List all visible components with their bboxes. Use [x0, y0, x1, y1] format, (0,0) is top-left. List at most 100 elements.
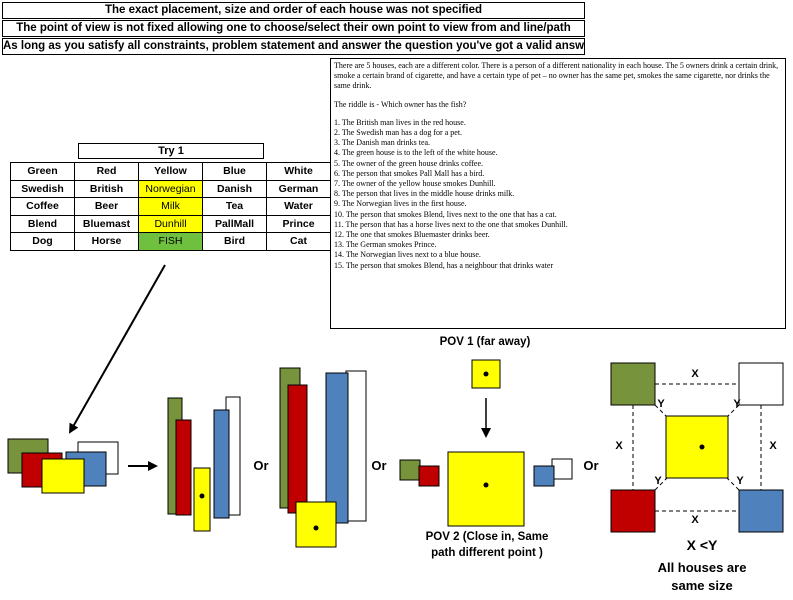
table-cell: Yellow	[138, 162, 203, 181]
table-cell: Danish	[202, 179, 267, 198]
yellow-house	[41, 458, 85, 494]
viewpoint-dot	[199, 493, 205, 499]
note-line1: All houses are	[657, 560, 747, 575]
green-house	[279, 367, 301, 509]
tall-house-group-2	[279, 367, 367, 548]
blue-house	[533, 465, 555, 487]
table-cell: Bird	[202, 232, 267, 251]
riddle-clue: 13. The German smokes Prince.	[334, 240, 437, 250]
yellow-house	[295, 501, 337, 548]
table-cell-highlight: Dunhill	[138, 214, 203, 233]
riddle-text-box: There are 5 houses, each are a different…	[330, 58, 786, 329]
riddle-clue: 3. The Danish man drinks tea.	[334, 138, 431, 148]
header-valid-answer: As long as you satisfy all constraints, …	[2, 38, 585, 55]
y-distance-label: Y	[736, 475, 744, 487]
x-distance-label: X	[691, 514, 699, 526]
red-house	[287, 384, 308, 514]
table-cell: Red	[74, 162, 139, 181]
white-house	[345, 370, 367, 522]
pov2-label-line2: path different point )	[431, 547, 543, 559]
table-cell-highlight: Norwegian	[138, 179, 203, 198]
blue-house	[325, 372, 349, 524]
green-house	[7, 438, 49, 474]
x-distance-label: X	[615, 440, 623, 452]
riddle-clue: 11. The person that has a horse lives ne…	[334, 219, 568, 229]
table-cell: Tea	[202, 197, 267, 216]
riddle-clue: 9. The Norwegian lives in the first hous…	[334, 199, 467, 209]
riddle-intro: There are 5 houses, each are a different…	[334, 61, 779, 91]
white-house	[551, 458, 573, 480]
riddle-clue: 8. The person that lives in the middle h…	[334, 189, 515, 199]
red-house	[175, 419, 192, 516]
viewpoint-dot	[313, 525, 319, 531]
table-cell: Blend	[10, 214, 75, 233]
or-label: Or	[371, 458, 387, 473]
yellow-house	[193, 467, 211, 532]
green-house	[610, 362, 656, 406]
or-label: Or	[253, 458, 269, 473]
viewpoint-dot	[483, 482, 489, 488]
table-row-nationality: Swedish British Norwegian Danish German	[10, 179, 331, 198]
table-cell-highlight: Milk	[138, 197, 203, 216]
riddle-clue: 4. The green house is to the left of the…	[334, 148, 498, 158]
x-distance-label: X	[691, 368, 699, 380]
riddle-clue: 14. The Norwegian lives next to a blue h…	[334, 250, 481, 260]
table-cell: Green	[10, 162, 75, 181]
riddle-question: The riddle is - Which owner has the fish…	[334, 99, 467, 109]
table-cell: Beer	[74, 197, 139, 216]
table-cell: Water	[266, 197, 331, 216]
overlap-house-group	[7, 438, 119, 494]
table-cell: Horse	[74, 232, 139, 251]
yellow-house	[665, 415, 729, 479]
blue-house	[738, 489, 784, 533]
yellow-house	[447, 451, 525, 527]
y-distance-label: Y	[654, 475, 662, 487]
table-row-pet: Dog Horse FISH Bird Cat	[10, 232, 331, 251]
tall-house-group	[167, 396, 241, 532]
x-distance-label: X	[769, 440, 777, 452]
yellow-house-far	[471, 359, 501, 389]
red-house	[21, 452, 63, 488]
green-house	[167, 397, 183, 515]
header-point-of-view: The point of view is not fixed allowing …	[2, 20, 585, 37]
or-label: Or	[583, 458, 599, 473]
table-row-cigarette: Blend Bluemast Dunhill PallMall Prince	[10, 214, 331, 233]
table-cell: Prince	[266, 214, 331, 233]
viewpoint-dot	[699, 444, 705, 450]
table-cell-fish: FISH	[138, 232, 203, 251]
table-to-diagram-arrow	[69, 264, 166, 434]
y-distance-label: Y	[733, 398, 741, 410]
pov2-label-line1: POV 2 (Close in, Same	[425, 531, 549, 543]
table-cell: Dog	[10, 232, 75, 251]
y-distance-label: Y	[657, 398, 665, 410]
table-cell: British	[74, 179, 139, 198]
constraint-label: X <Y	[686, 537, 718, 553]
white-house	[77, 441, 119, 475]
riddle-clue: 5. The owner of the green house drinks c…	[334, 158, 483, 168]
red-house	[418, 465, 440, 487]
try-table-title: Try 1	[78, 143, 264, 159]
pov-house-group	[399, 359, 573, 527]
table-cell: German	[266, 179, 331, 198]
header-placement: The exact placement, size and order of e…	[2, 2, 585, 19]
table-cell: Cat	[266, 232, 331, 251]
table-cell: White	[266, 162, 331, 181]
riddle-clue: 2. The Swedish man has a dog for a pet.	[334, 128, 463, 138]
riddle-clue: 7. The owner of the yellow house smokes …	[334, 179, 496, 189]
table-cell: Swedish	[10, 179, 75, 198]
note-line2: same size	[671, 578, 733, 593]
pov1-label: POV 1 (far away)	[439, 336, 531, 348]
blue-house	[213, 409, 230, 519]
table-cell: PallMall	[202, 214, 267, 233]
table-cell: Bluemast	[74, 214, 139, 233]
table-row-colors: Green Red Yellow Blue White	[10, 162, 331, 181]
riddle-clue: 12. The one that smokes Bluemaster drink…	[334, 230, 490, 240]
white-house	[738, 362, 784, 406]
spaced-house-group	[610, 362, 784, 533]
riddle-clue: 15. The person that smokes Blend, has a …	[334, 260, 554, 270]
table-cell: Coffee	[10, 197, 75, 216]
blue-house	[65, 451, 107, 487]
solution-table: Green Red Yellow Blue White Swedish Brit…	[10, 162, 331, 251]
green-house	[399, 459, 421, 481]
table-cell: Blue	[202, 162, 267, 181]
